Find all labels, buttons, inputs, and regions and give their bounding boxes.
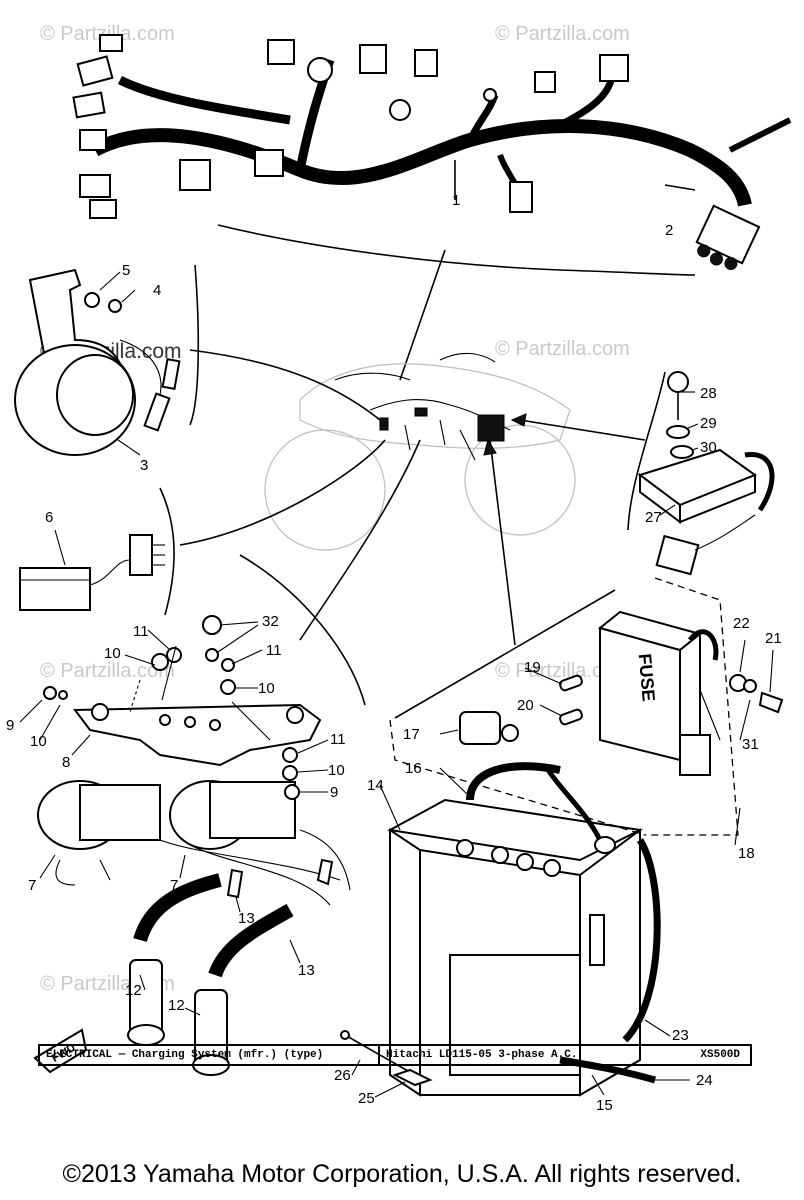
callout-number: 7 <box>170 877 178 894</box>
ignition-coils <box>37 554 366 906</box>
battery-assembly <box>340 589 661 1097</box>
caption-type: Hitachi LD115-05 3-phase A.C. <box>386 1049 578 1061</box>
callout-number: 19 <box>524 659 541 676</box>
caption-model: XS500D <box>700 1049 740 1061</box>
callout-number: 18 <box>738 845 755 862</box>
callout-number: 7 <box>28 877 36 894</box>
callout-number: 20 <box>517 697 534 714</box>
callout-number: 24 <box>696 1072 713 1089</box>
callout-number: 5 <box>122 262 130 279</box>
callout-leaders <box>19 271 774 1098</box>
callout-number: 3 <box>140 457 148 474</box>
callout-number: 29 <box>700 415 717 432</box>
callout-number: 11 <box>266 642 282 659</box>
callout-number: 11 <box>133 623 149 640</box>
callout-number: 10 <box>104 645 121 662</box>
callout-number: 10 <box>258 680 275 697</box>
callout-number: 26 <box>334 1067 351 1084</box>
watermark: © Partzilla.com <box>40 660 175 682</box>
copyright-notice: ©2013 Yamaha Motor Corporation, U.S.A. A… <box>62 1160 742 1188</box>
callout-number: 12 <box>168 997 185 1014</box>
watermark: © Partzilla.com <box>495 338 630 360</box>
callout-number: 12 <box>125 982 142 999</box>
callout-number: 11 <box>330 731 346 748</box>
fuse-box-label: FUSE <box>635 653 659 703</box>
fuse-box: FUSE <box>389 577 739 836</box>
callout-number: 4 <box>153 282 161 299</box>
voltage-regulator <box>627 371 775 576</box>
leader-lines <box>179 349 646 646</box>
callout-number: 10 <box>328 762 345 779</box>
callout-number: 14 <box>367 777 384 794</box>
caption-bar: ELECTRICAL — Charging System (mfr.) (typ… <box>38 1044 752 1066</box>
callout-number: 17 <box>403 726 420 743</box>
fuse-parts <box>459 674 583 745</box>
callout-number: 32 <box>262 613 279 630</box>
fuse-box-hardware <box>729 674 784 714</box>
callout-number: 25 <box>358 1090 375 1107</box>
callout-number: 22 <box>733 615 750 632</box>
wire-harness <box>72 34 792 381</box>
callout-number: 13 <box>298 962 315 979</box>
callout-number: 10 <box>30 733 47 750</box>
watermark: © Partzilla.com <box>495 23 630 45</box>
callout-number: 28 <box>700 385 717 402</box>
callout-number: 9 <box>330 784 338 801</box>
callout-number: 2 <box>665 222 673 239</box>
callout-number: 31 <box>742 736 759 753</box>
watermark: © Partzilla.com <box>495 660 630 682</box>
forward-arrow: FWD <box>33 1028 88 1074</box>
callout-number: 6 <box>45 509 53 526</box>
motorcycle-outline <box>264 352 576 551</box>
spark-plug-leads <box>127 858 334 1076</box>
callout-number: 8 <box>62 754 70 771</box>
callout-number: 15 <box>596 1097 613 1114</box>
callout-number: 16 <box>405 760 422 777</box>
callout-number: 23 <box>672 1027 689 1044</box>
horn-assembly <box>14 264 200 456</box>
flasher-relay <box>19 487 175 616</box>
caption-title: ELECTRICAL — Charging System (mfr.) (typ… <box>40 1046 380 1064</box>
callout-number: 13 <box>238 910 255 927</box>
callout-number: 21 <box>765 630 782 647</box>
callout-number: 30 <box>700 439 717 456</box>
callout-labels: 1 2 3 4 5 6 7 7 8 9 9 10 10 10 10 11 11 … <box>6 192 782 1114</box>
callout-number: 1 <box>452 192 460 209</box>
callout-number: 9 <box>6 717 14 734</box>
callout-number: 27 <box>645 509 662 526</box>
